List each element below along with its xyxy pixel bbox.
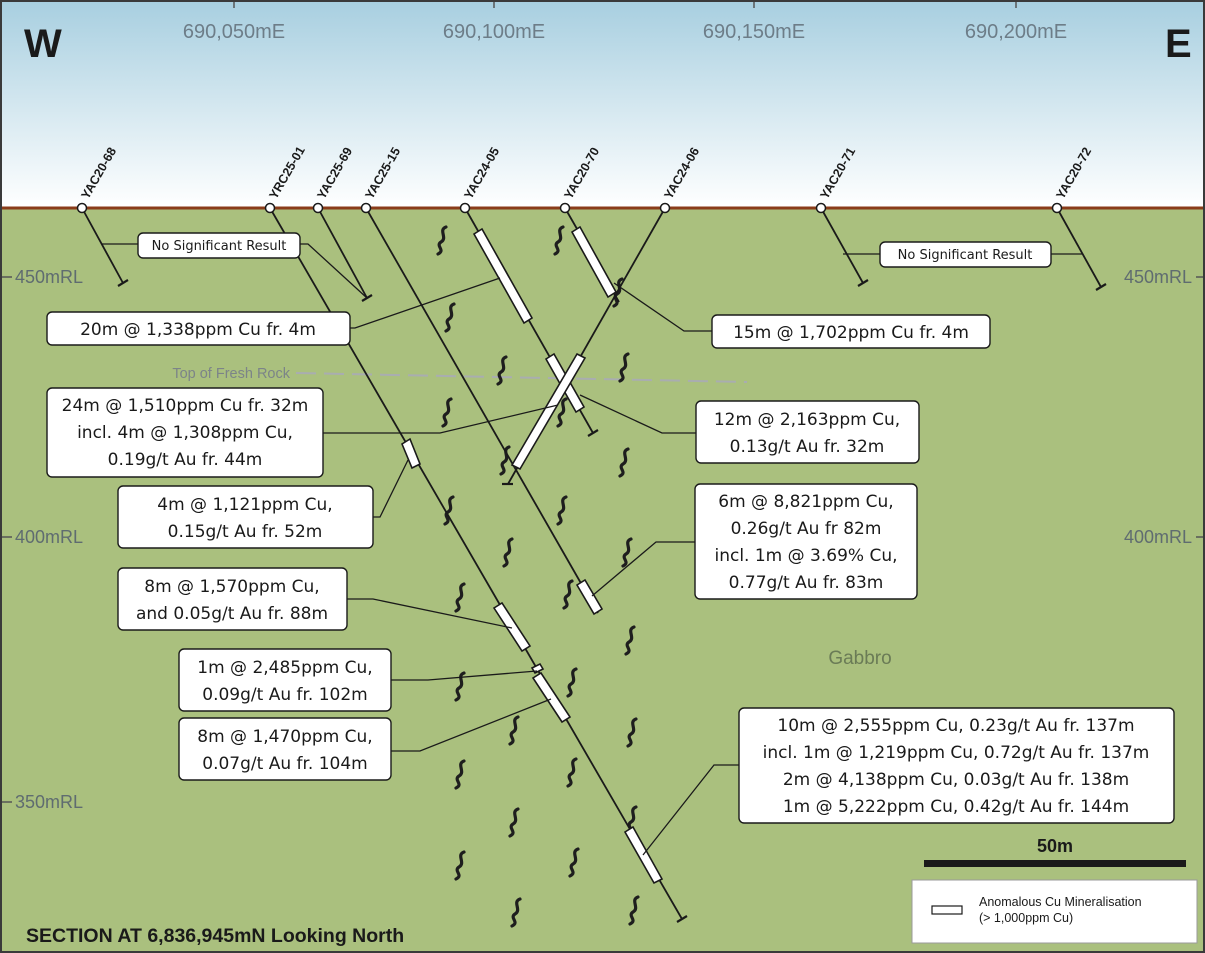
legend-sublabel: (> 1,000ppm Cu): [979, 911, 1073, 925]
interval-yac20-70: [570, 225, 618, 299]
no-result-text: No Significant Result: [898, 248, 1033, 263]
east-label: E: [1165, 22, 1192, 66]
rl-label-left: 450mRL: [15, 267, 83, 287]
intercept-box: 10m @ 2,555ppm Cu, 0.23g/t Au fr. 137m i…: [738, 707, 1175, 824]
intercept-line: 0.15g/t Au fr. 52m: [168, 522, 323, 542]
hole-trace-yac20-72: [1056, 207, 1102, 288]
easting-label: 690,150mE: [703, 21, 805, 43]
intercept-box: 6m @ 8,821ppm Cu, 0.26g/t Au fr 82m incl…: [694, 483, 918, 600]
interval-yrc25-01-a: [401, 437, 422, 470]
intercept-line: 0.07g/t Au fr. 104m: [202, 754, 367, 774]
intercept-line: 24m @ 1,510ppm Cu fr. 32m: [62, 396, 309, 416]
intercept-box: 8m @ 1,470ppm Cu, 0.07g/t Au fr. 104m: [178, 717, 392, 781]
intercept-line: 2m @ 4,138ppm Cu, 0.03g/t Au fr. 138m: [783, 770, 1129, 790]
intercept-line: incl. 1m @ 3.69% Cu,: [714, 546, 897, 566]
rl-label-left: 400mRL: [15, 527, 83, 547]
fresh-rock-label: Top of Fresh Rock: [172, 366, 290, 382]
legend-swatch: [931, 905, 963, 915]
leader-lines: [102, 243, 1082, 856]
intercept-line: 10m @ 2,555ppm Cu, 0.23g/t Au fr. 137m: [777, 716, 1134, 736]
interval-yac24-05-a: [472, 227, 534, 325]
intercept-line: 12m @ 2,163ppm Cu,: [714, 410, 900, 430]
no-result-box-west: No Significant Result: [137, 232, 301, 259]
intercept-line: 8m @ 1,570ppm Cu,: [144, 577, 319, 597]
sky: [2, 2, 1203, 208]
rl-label-left: 350mRL: [15, 792, 83, 812]
intercept-line: 0.13g/t Au fr. 32m: [730, 437, 885, 457]
scale-bar: 50m: [924, 836, 1186, 867]
no-result-text: No Significant Result: [152, 239, 287, 254]
legend: Anomalous Cu Mineralisation (> 1,000ppm …: [911, 879, 1198, 944]
intercept-box: 4m @ 1,121ppm Cu, 0.15g/t Au fr. 52m: [117, 485, 374, 549]
section-title: SECTION AT 6,836,945mN Looking North: [26, 925, 404, 947]
intercept-line: 4m @ 1,121ppm Cu,: [157, 495, 332, 515]
intercept-line: 0.09g/t Au fr. 102m: [202, 685, 367, 705]
intercept-line: 0.77g/t Au fr. 83m: [729, 573, 884, 593]
intercept-line: 0.26g/t Au fr 82m: [731, 519, 882, 539]
intercept-box: 15m @ 1,702ppm Cu fr. 4m: [711, 314, 991, 349]
intercept-box: 1m @ 2,485ppm Cu, 0.09g/t Au fr. 102m: [178, 648, 392, 712]
rl-label-right: 450mRL: [1124, 267, 1192, 287]
intercept-line: 15m @ 1,702ppm Cu fr. 4m: [733, 323, 969, 343]
interval-yrc25-01-d: [531, 671, 572, 724]
scale-bar-label: 50m: [1037, 836, 1073, 856]
easting-label: 690,050mE: [183, 21, 285, 43]
hole-trace-yac20-71: [820, 207, 864, 284]
intercept-line: 0.19g/t Au fr. 44m: [108, 450, 263, 470]
intercept-box: 20m @ 1,338ppm Cu fr. 4m: [46, 311, 351, 346]
intercept-line: 1m @ 5,222ppm Cu, 0.42g/t Au fr. 144m: [783, 797, 1129, 817]
hole-trace-yac25-15: [365, 207, 599, 614]
collars: [76, 202, 1063, 214]
interval-yac24-06: [510, 352, 587, 471]
intercept-line: incl. 1m @ 1,219ppm Cu, 0.72g/t Au fr. 1…: [763, 743, 1150, 763]
intercept-line: incl. 4m @ 1,308ppm Cu,: [77, 423, 293, 443]
hole-trace-yac20-68: [81, 207, 124, 284]
no-result-box-east: No Significant Result: [879, 241, 1052, 268]
interval-yrc25-01-b: [492, 601, 532, 653]
intercept-line: 6m @ 8,821ppm Cu,: [718, 492, 893, 512]
easting-label: 690,200mE: [965, 21, 1067, 43]
intercept-line: 8m @ 1,470ppm Cu,: [197, 727, 372, 747]
fresh-rock-boundary: [295, 372, 748, 383]
easting-label: 690,100mE: [443, 21, 545, 43]
west-label: W: [24, 22, 62, 66]
hole-trace-yac25-69: [317, 207, 368, 299]
intercept-line: 1m @ 2,485ppm Cu,: [197, 658, 372, 678]
intercept-line: 20m @ 1,338ppm Cu fr. 4m: [80, 320, 316, 340]
intercept-box: 12m @ 2,163ppm Cu, 0.13g/t Au fr. 32m: [695, 400, 920, 464]
legend-label: Anomalous Cu Mineralisation: [979, 895, 1142, 909]
intercept-box: 8m @ 1,570ppm Cu, and 0.05g/t Au fr. 88m: [117, 567, 348, 631]
intercept-box: 24m @ 1,510ppm Cu fr. 32m incl. 4m @ 1,3…: [46, 387, 324, 478]
rock-type-label: Gabbro: [828, 648, 891, 669]
intercept-line: and 0.05g/t Au fr. 88m: [136, 604, 328, 624]
interval-yac25-15: [575, 578, 604, 616]
rl-label-right: 400mRL: [1124, 527, 1192, 547]
